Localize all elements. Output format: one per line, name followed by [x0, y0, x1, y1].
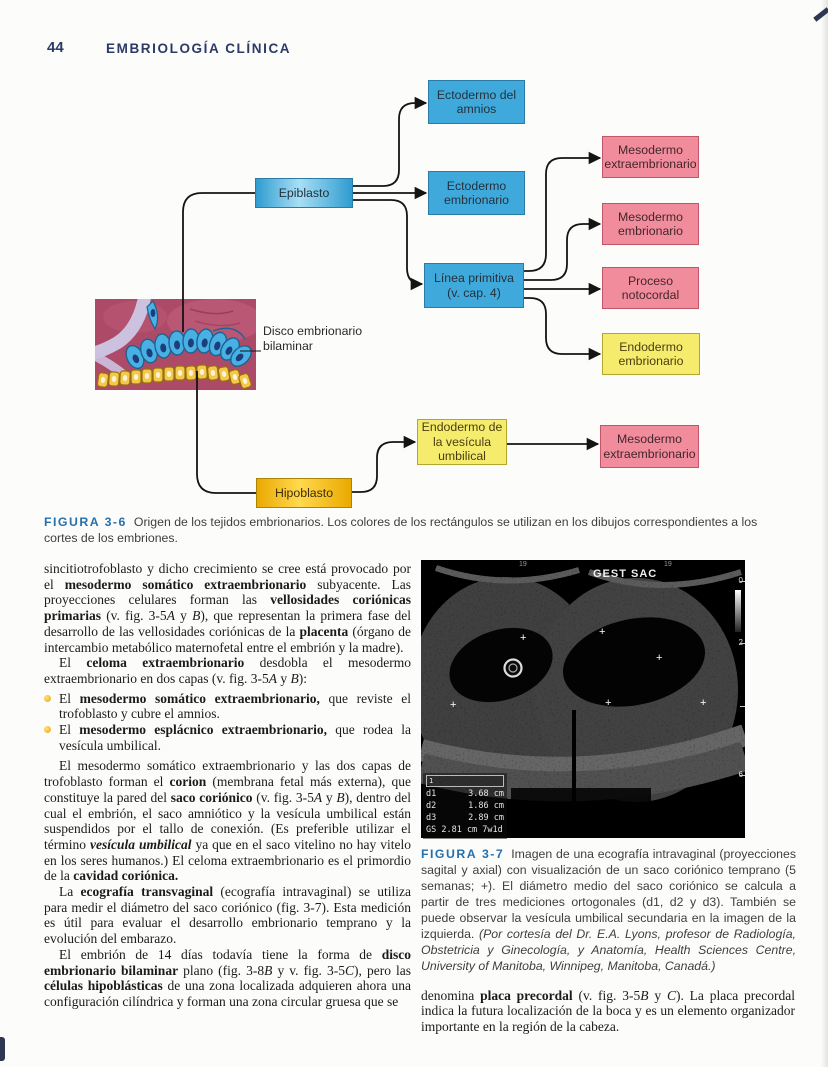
diagram-node-linea-primitiva: Línea primitiva (v. cap. 4)	[424, 263, 524, 308]
depth-scale-tick	[740, 643, 745, 644]
diagram-node-epiblasto: Epiblasto	[255, 178, 353, 208]
diagram-arrows	[182, 96, 602, 494]
diagram-node-mesodermo-extraembrionario-sup: Mesodermo extraembrionario	[602, 136, 699, 178]
figure-3-7-ultrasound: GEST SAC 19 19 + + + + + + 1 d1 3.68 cm …	[421, 560, 745, 839]
grayscale-reference-bar	[735, 590, 741, 632]
diagram-node-mesodermo-embrionario: Mesodermo embrionario	[602, 203, 699, 245]
page-edge-shade	[821, 0, 828, 1067]
measurement-set-indicator: 1	[426, 775, 504, 787]
embryo-label: Disco embrionario bilaminar	[263, 324, 363, 353]
left-text-column: sincitiotrofoblasto y dicho crecimiento …	[44, 561, 411, 1010]
diagram-node-mesodermo-extraembrionario-inf: Mesodermo extraembrionario	[600, 425, 699, 468]
depth-scale-label: 0	[739, 576, 743, 585]
measurement-value: 2.89 cm	[468, 813, 504, 823]
bullet-icon	[44, 694, 51, 702]
measurement-row: d3 2.89 cm	[426, 813, 504, 825]
paragraph: denomina placa precordal (v. fig. 3-5B y…	[421, 987, 795, 1034]
caliper-marker: +	[605, 697, 612, 709]
measurement-label: d2	[426, 801, 437, 811]
diagram-node-hipoblasto: Hipoblasto	[256, 478, 352, 508]
diagram-node-ectodermo-embrionario: Ectodermo embrionario	[428, 171, 525, 215]
ultrasound-corner-mark: 19	[664, 561, 672, 568]
ultrasound-image	[421, 560, 745, 838]
embryo-drawing	[90, 293, 263, 390]
diagram-node-endodermo-embrionario: Endodermo embrionario	[602, 333, 700, 375]
scan-artifact-bottom-left	[0, 1037, 5, 1061]
figure-3-6-caption-text: Origen de los tejidos embrionarios. Los …	[44, 515, 758, 545]
bilaminar-disc-illustration	[90, 293, 263, 390]
measurement-overlay: 1 d1 3.68 cm d2 1.86 cm d3 2.89 cm GS 2.…	[423, 773, 507, 839]
caliper-marker: +	[450, 699, 457, 711]
measurement-set-number: 1	[429, 777, 434, 785]
measurement-row: d2 1.86 cm	[426, 801, 504, 813]
depth-scale-label: 2	[739, 638, 743, 647]
depth-scale-tick	[740, 775, 745, 776]
list-item: El mesodermo esplácnico extraembrionario…	[44, 722, 411, 753]
paragraph: sincitiotrofoblasto y dicho crecimiento …	[44, 561, 411, 655]
ultrasound-corner-mark: 19	[519, 561, 527, 568]
figure-3-7-caption-text: Imagen de una ecografía intravaginal (pr…	[421, 847, 796, 973]
paragraph: El celoma extraembrionario desdobla el m…	[44, 655, 412, 686]
diagram-node-proceso-notocordal: Proceso notocordal	[602, 267, 699, 309]
figure-3-7-label: FIGURA 3-7	[421, 847, 505, 861]
diagram-node-endodermo-vesicula: Endodermo de la vesícula umbilical	[417, 419, 507, 465]
measurement-label: d3	[426, 813, 437, 823]
caliper-marker: +	[599, 626, 606, 638]
caliper-marker: +	[656, 652, 663, 664]
diagram-node-ectodermo-amnios: Ectodermo del amnios	[428, 80, 525, 124]
caliper-marker: +	[520, 632, 527, 644]
list-item-text: El mesodermo esplácnico extraembrionario…	[59, 722, 412, 753]
caliper-marker: +	[700, 697, 707, 709]
paragraph: La ecografía transvaginal (ecografía int…	[44, 884, 411, 947]
ultrasound-panel-label: GEST SAC	[593, 568, 658, 580]
depth-scale-label: 6	[739, 770, 743, 779]
page-number: 44	[47, 39, 64, 56]
measurement-label: d1	[426, 789, 437, 799]
bullet-icon	[44, 726, 51, 734]
measurement-row: d1 3.68 cm	[426, 789, 504, 801]
bullet-list: El mesodermo somático extraembrionario, …	[44, 691, 411, 754]
depth-scale-tick	[740, 581, 745, 582]
depth-scale-tick	[740, 706, 745, 707]
measurement-value: 1.86 cm	[468, 801, 504, 811]
paragraph: El embrión de 14 días todavía tiene la f…	[44, 946, 411, 1009]
figure-3-6-label: FIGURA 3-6	[44, 515, 127, 529]
gestational-sac-summary: GS 2.81 cm 7w1d	[426, 825, 503, 835]
list-item-text: El mesodermo somático extraembrionario, …	[59, 690, 411, 722]
paragraph: El mesodermo somático extraembrionario y…	[44, 758, 412, 884]
running-head-title: EMBRIOLOGÍA CLÍNICA	[106, 41, 292, 56]
right-text-column: denomina placa precordal (v. fig. 3-5B y…	[421, 974, 795, 1048]
list-item: El mesodermo somático extraembrionario, …	[44, 691, 411, 722]
measurement-value: 3.68 cm	[468, 789, 504, 799]
